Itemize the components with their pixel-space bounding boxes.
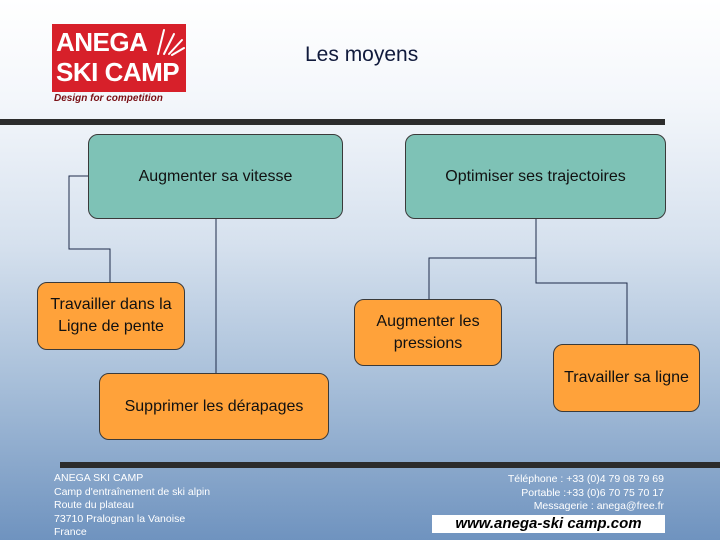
node-optimiser-trajectoires: Optimiser ses trajectoires: [405, 134, 666, 219]
node-label: Supprimer les dérapages: [124, 397, 304, 415]
footer-address: ANEGA SKI CAMP Camp d'entraînement de sk…: [54, 472, 210, 540]
footer-mobile: Portable :+33 (0)6 70 75 70 17: [521, 486, 664, 499]
node-pressions: Augmenter les pressions: [354, 299, 502, 366]
footer-contact: Téléphone : +33 (0)4 79 08 79 69 Portabl…: [508, 473, 664, 514]
node-derapages: Supprimer les dérapages: [99, 373, 329, 440]
footer-phone: Téléphone : +33 (0)4 79 08 79 69: [507, 473, 664, 485]
node-label: Optimiser ses trajectoires: [445, 167, 626, 185]
logo-line-1: ANEGA: [56, 27, 148, 57]
logo: ANEGA SKI CAMP Design for competition: [52, 24, 188, 106]
footer-address-line: ANEGA SKI CAMP: [54, 472, 144, 484]
footer-address-line: Camp d'entraînement de ski alpin: [54, 485, 211, 498]
footer-address-line: France: [54, 526, 87, 538]
website-link[interactable]: www.anega-ski camp.com: [432, 515, 665, 533]
connector-left-1: [68, 175, 111, 282]
slide-title: Les moyens: [305, 43, 419, 66]
node-ligne: Travailler sa ligne: [553, 344, 700, 412]
node-augmenter-vitesse: Augmenter sa vitesse: [88, 134, 343, 219]
top-divider: [0, 119, 665, 125]
node-ligne-de-pente: Travailler dans la Ligne de pente: [37, 282, 185, 350]
node-label: Travailler dans la Ligne de pente: [50, 296, 172, 335]
footer-email: Messagerie : anega@free.fr: [533, 500, 664, 512]
node-label: Travailler sa ligne: [564, 369, 689, 386]
node-label: Augmenter sa vitesse: [138, 167, 293, 185]
node-label: Augmenter les pressions: [376, 312, 480, 352]
sun-rays-icon: [157, 29, 185, 56]
logo-tagline: Design for competition: [54, 93, 163, 104]
connector-right-1: [428, 257, 536, 299]
connector-right-2: [535, 258, 628, 344]
footer-address-line: Route du plateau: [54, 499, 134, 511]
bottom-divider: [60, 462, 720, 468]
logo-line-2: SKI CAMP: [56, 57, 180, 87]
footer-address-line: 73710 Pralognan la Vanoise: [54, 512, 186, 525]
